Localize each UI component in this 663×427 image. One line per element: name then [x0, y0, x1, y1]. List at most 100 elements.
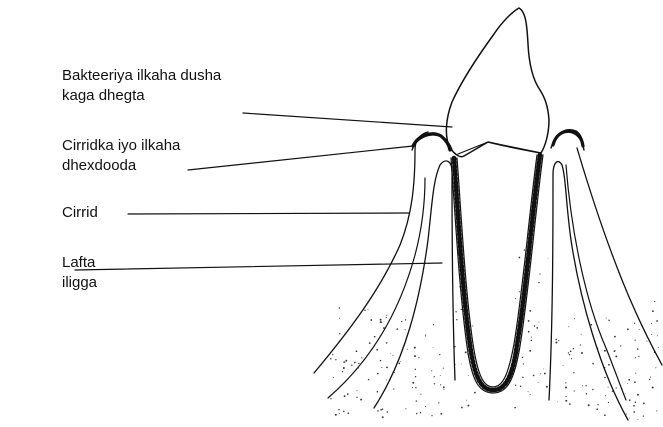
stipple-dot	[440, 375, 441, 376]
stipple-dot	[338, 409, 340, 411]
bacteria-leader-line	[243, 113, 452, 127]
stipple-dot	[425, 406, 426, 407]
stipple-dot	[330, 358, 332, 360]
stipple-dot	[386, 342, 388, 344]
stipple-dot	[380, 360, 381, 361]
left-gum-outline	[314, 132, 428, 373]
stipple-dot	[425, 335, 426, 336]
stipple-dot	[531, 337, 532, 338]
stipple-dot	[455, 311, 456, 312]
stipple-dot	[638, 356, 639, 357]
stipple-dot	[438, 402, 439, 403]
stipple-dot	[368, 309, 369, 310]
stipple-dot	[528, 320, 530, 322]
stipple-dot	[339, 307, 340, 308]
stipple-dot	[651, 323, 652, 324]
stipple-dot	[586, 393, 587, 394]
stipple-dot	[392, 355, 393, 356]
stipple-dot	[461, 363, 462, 364]
stipple-dot	[533, 375, 535, 377]
stipple-dot	[628, 379, 630, 381]
stipple-dot	[361, 357, 362, 358]
stipple-dot	[386, 367, 388, 369]
stipple-dot	[382, 408, 384, 410]
stipple-dot	[538, 282, 539, 283]
stipple-dot	[351, 365, 352, 366]
stipple-dot	[652, 387, 654, 389]
stipple-dot	[650, 377, 651, 378]
stipple-dot	[456, 319, 457, 320]
stipple-dot	[415, 369, 416, 370]
stipple-dot	[529, 350, 531, 352]
stipple-dot	[581, 352, 583, 354]
stipple-dot	[418, 357, 419, 358]
stipple-dot	[390, 353, 391, 354]
stipple-dot	[472, 325, 473, 326]
stipple-dot	[415, 387, 416, 388]
stipple-dot	[440, 413, 442, 415]
stipple-dot	[364, 309, 366, 311]
stipple-dot	[646, 341, 647, 342]
stipple-dot	[405, 408, 406, 409]
stipple-dot	[597, 404, 598, 405]
label-bacteria: Bakteeriya ilkaha dusha kaga dhegta	[62, 66, 221, 106]
stipple-dot	[347, 393, 349, 395]
stipple-dot	[555, 342, 557, 344]
stipple-dot	[604, 350, 606, 352]
interdental-leader-line	[188, 146, 413, 170]
stipple-dot	[433, 324, 434, 325]
stipple-dot	[345, 360, 347, 362]
label-gum: Cirrid	[62, 203, 98, 223]
stipple-dot	[339, 333, 340, 334]
stipple-dot	[571, 358, 572, 359]
stipple-dot	[654, 301, 655, 302]
stipple-dot	[557, 401, 558, 402]
stipple-dot	[574, 390, 575, 391]
label-bone: Lafta iligga	[62, 253, 97, 293]
stipple-dot	[538, 382, 539, 383]
stipple-dot	[558, 340, 559, 341]
stipple-dot	[528, 391, 529, 392]
stipple-dot	[604, 414, 606, 416]
stipple-dot	[515, 385, 516, 386]
stipple-dot	[335, 414, 337, 416]
stipple-dot	[343, 367, 345, 369]
bone-stipple-texture	[330, 249, 659, 419]
stipple-dot	[543, 369, 544, 370]
stipple-dot	[629, 399, 631, 401]
stipple-dot	[405, 319, 406, 320]
stipple-dot	[425, 334, 426, 335]
stipple-dot	[625, 393, 626, 394]
stipple-dot	[649, 379, 650, 380]
stipple-dot	[380, 321, 382, 323]
stipple-dot	[534, 325, 536, 327]
stipple-dot	[377, 391, 379, 393]
stipple-dot	[565, 400, 567, 402]
stipple-dot	[440, 384, 441, 385]
stipple-dot	[387, 411, 389, 413]
stipple-dot	[656, 320, 658, 322]
stipple-dot	[573, 372, 574, 373]
stipple-dot	[538, 322, 539, 323]
label-bone-line-2: iligga	[62, 273, 97, 293]
stipple-dot	[596, 408, 598, 410]
stipple-dot	[556, 339, 558, 341]
stipple-dot	[615, 355, 617, 357]
stipple-dot	[332, 354, 333, 355]
stipple-dot	[573, 348, 574, 349]
stipple-dot	[468, 375, 469, 376]
stipple-dot	[539, 273, 540, 274]
stipple-dot	[374, 336, 376, 338]
left-bone-crest	[374, 161, 455, 408]
stipple-dot	[544, 373, 546, 375]
stipple-dot	[360, 399, 362, 401]
stipple-dot	[398, 363, 400, 365]
stipple-dot	[592, 363, 594, 365]
stipple-dot	[568, 326, 569, 327]
right-plaque-deposit	[553, 131, 583, 146]
stipple-dot	[563, 365, 564, 366]
stipple-dot	[416, 400, 417, 401]
stipple-dot	[380, 409, 382, 411]
stipple-dot	[635, 373, 636, 374]
